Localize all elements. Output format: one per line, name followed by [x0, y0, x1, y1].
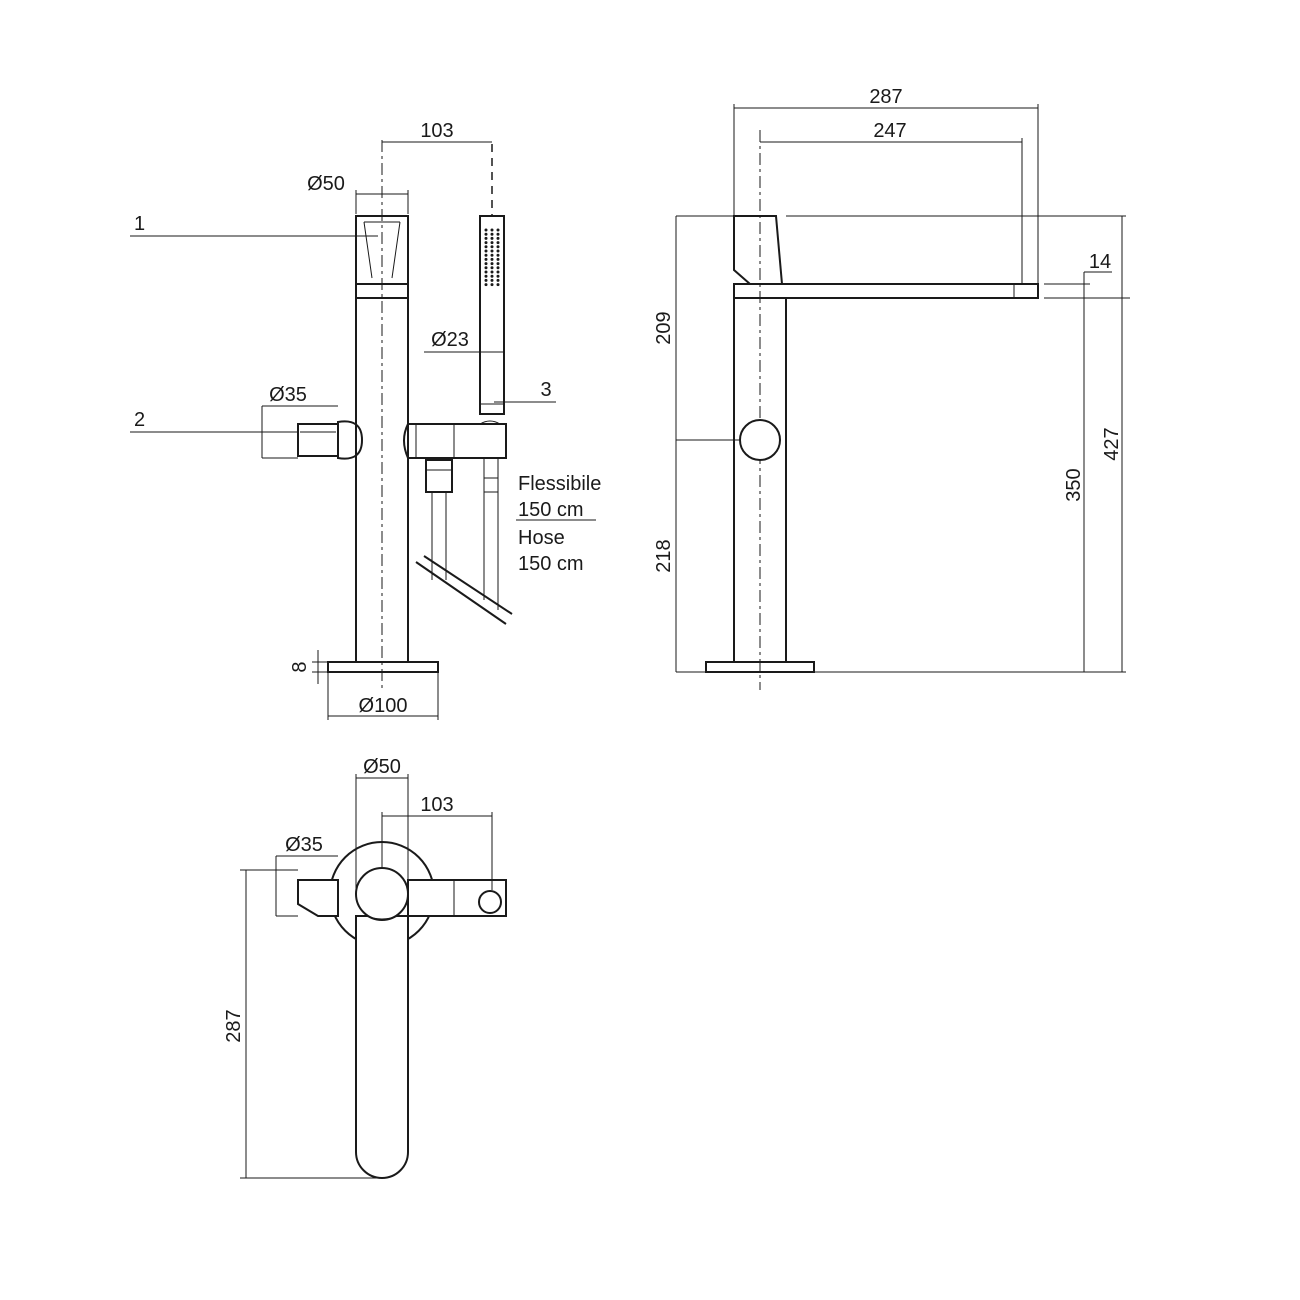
side-dim-14: 14: [1089, 251, 1111, 273]
nozzle-dot: [484, 278, 488, 282]
front-callout-2: 2: [134, 409, 145, 431]
nozzle-dot: [490, 249, 494, 253]
top-left-lever: [297, 879, 339, 917]
side-dim-209: 209: [653, 311, 675, 344]
front-hose-it-1: Flessibile: [518, 473, 601, 495]
nozzle-dot: [496, 232, 500, 236]
front-dim-8: 8: [289, 661, 311, 672]
nozzle-dot: [490, 266, 494, 270]
front-hose-connector: [425, 459, 453, 493]
side-top-handle: [733, 215, 784, 285]
side-view: 287 247 14 209 218 350 427: [653, 86, 1130, 690]
nozzle-dot: [496, 228, 500, 232]
front-dim-d23: Ø23: [431, 329, 469, 351]
nozzle-dot: [496, 253, 500, 257]
nozzle-dot: [496, 245, 500, 249]
top-shower-circle: [478, 890, 502, 914]
nozzle-dot: [484, 257, 488, 261]
nozzle-dot: [484, 283, 488, 287]
nozzle-dot: [484, 266, 488, 270]
nozzle-dot: [490, 232, 494, 236]
nozzle-dot: [496, 257, 500, 261]
top-dim-103: 103: [420, 794, 453, 816]
nozzle-dot: [490, 253, 494, 257]
front-hose-en-2: 150 cm: [518, 553, 584, 575]
nozzle-dot: [490, 257, 494, 261]
nozzle-dot: [496, 274, 500, 278]
nozzle-dot: [496, 266, 500, 270]
nozzle-dot: [496, 262, 500, 266]
nozzle-dot: [484, 241, 488, 245]
nozzle-dot: [496, 278, 500, 282]
nozzle-dot: [496, 249, 500, 253]
shower-nozzle-dots: [484, 228, 500, 287]
nozzle-dot: [496, 241, 500, 245]
top-dim-d35: Ø35: [285, 834, 323, 856]
nozzle-dot: [490, 283, 494, 287]
nozzle-dot: [484, 236, 488, 240]
nozzle-dot: [484, 249, 488, 253]
side-spout: [733, 283, 1039, 299]
front-hose-it-2: 150 cm: [518, 499, 584, 521]
front-dim-d35: Ø35: [269, 384, 307, 406]
nozzle-dot: [496, 270, 500, 274]
top-dim-d50: Ø50: [363, 756, 401, 778]
front-callout-3: 3: [540, 379, 551, 401]
nozzle-dot: [484, 274, 488, 278]
top-spout: [355, 915, 409, 1179]
nozzle-dot: [496, 236, 500, 240]
front-left-handle: [297, 423, 339, 457]
top-dim-287: 287: [223, 1009, 245, 1042]
top-view: Ø50 103 Ø35 287: [223, 756, 507, 1179]
side-dim-287: 287: [869, 86, 902, 108]
nozzle-dot: [490, 241, 494, 245]
front-view: 103 Ø50 1 Ø23 3 Ø35 2 Flessibile 150 cm …: [130, 120, 601, 720]
side-dim-427: 427: [1101, 427, 1123, 460]
nozzle-dot: [484, 228, 488, 232]
front-base: [327, 661, 439, 673]
nozzle-dot: [490, 270, 494, 274]
front-dim-d100: Ø100: [359, 695, 408, 717]
front-dim-103: 103: [420, 120, 453, 142]
front-holder-bar: [403, 423, 507, 459]
front-hose-line-1: [415, 561, 507, 625]
nozzle-dot: [490, 245, 494, 249]
front-callout-1: 1: [134, 213, 145, 235]
front-dim-d50: Ø50: [307, 173, 345, 195]
nozzle-dot: [490, 228, 494, 232]
nozzle-dot: [496, 283, 500, 287]
nozzle-dot: [484, 253, 488, 257]
nozzle-dot: [490, 274, 494, 278]
side-knob: [739, 419, 781, 461]
front-hose-line-2: [423, 555, 513, 615]
front-hose-en-1: Hose: [518, 527, 565, 549]
top-knob: [355, 867, 409, 921]
side-dim-247: 247: [873, 120, 906, 142]
side-dim-218: 218: [653, 539, 675, 572]
nozzle-dot: [484, 262, 488, 266]
nozzle-dot: [490, 236, 494, 240]
nozzle-dot: [490, 278, 494, 282]
nozzle-dot: [484, 245, 488, 249]
side-dim-350: 350: [1063, 468, 1085, 501]
nozzle-dot: [484, 232, 488, 236]
nozzle-dot: [484, 270, 488, 274]
nozzle-dot: [490, 262, 494, 266]
